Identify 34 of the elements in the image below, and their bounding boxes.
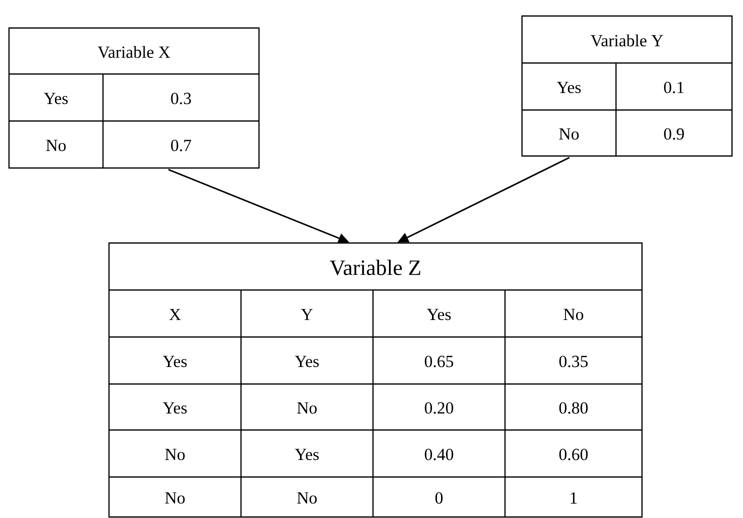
table-cell: 0.7 [171,140,192,152]
table-cell: 0.35 [559,356,588,368]
table-cell: X [169,308,181,320]
table-cell: Yes [426,308,451,320]
probability-table [108,242,643,518]
table-cell: No [46,140,66,152]
table-cell: Yes [162,356,187,368]
table-cell: No [564,308,584,320]
table-cell: No [165,492,185,504]
table-cell: Yes [556,82,581,94]
table-cell: Y [301,308,313,320]
table-cell: 0.9 [664,128,684,140]
table-title: Variable Z [330,260,420,276]
table-cell: 0 [435,492,443,504]
table-cell: No [165,448,185,460]
table-title: Variable Y [590,34,664,46]
table-cell: Yes [162,402,187,414]
table-cell: Yes [44,92,68,104]
table-cell: 0.80 [559,402,588,414]
table-cell: Yes [294,448,319,460]
table-cell: 0.1 [664,82,684,94]
table-cell: No [297,402,317,414]
table-title: Variable X [98,46,170,58]
probability-table [8,27,260,169]
table-cell: 0.20 [424,402,454,414]
table-cell: 1 [570,492,577,504]
table-cell: Yes [294,356,319,368]
table-cell: No [559,128,579,140]
table-cell: 0.60 [559,448,588,460]
table-cell: 0.3 [171,92,191,104]
table-cell: 0.65 [424,356,454,368]
probability-table [521,15,733,157]
table-cell: 0.40 [424,448,454,460]
table-cell: No [297,492,317,504]
